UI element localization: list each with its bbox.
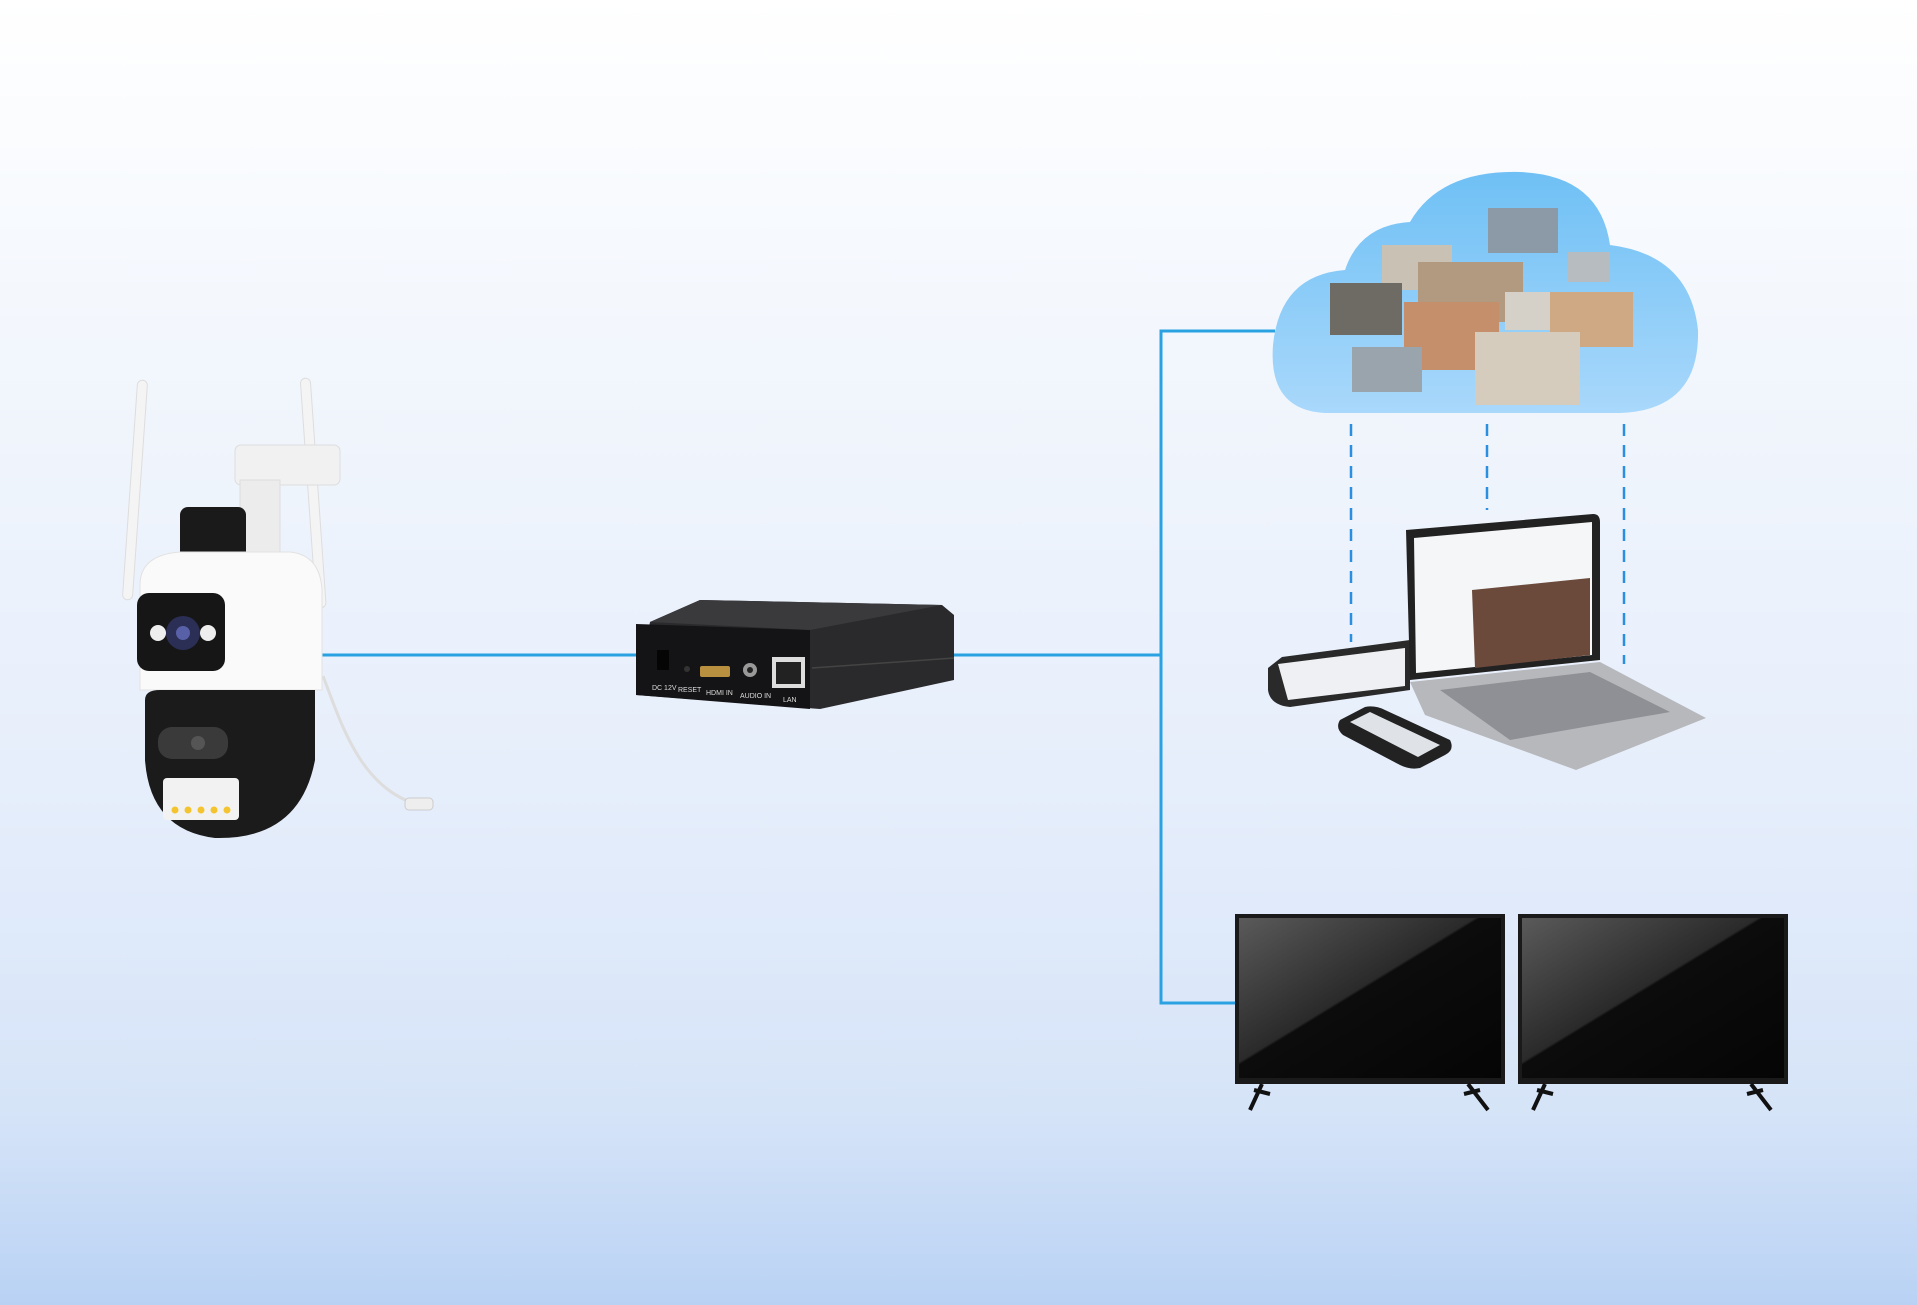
encoder-port-labels: DC 12V RESET HDMI IN AUDIO IN LAN [652,685,797,704]
port-label-reset: RESET [678,687,702,694]
tv-icon [1518,914,1788,1112]
port-label-lan: LAN [783,697,797,704]
cloud-icon [1272,171,1699,413]
connection-lines [320,329,1275,1005]
ptz-camera-icon [122,377,434,839]
cloud-sync-dashed-lines [1349,424,1626,664]
laptop-tablet-phone-icon [1268,514,1706,770]
port-label-dc: DC 12V [652,685,677,692]
tv-icon [1235,914,1505,1112]
video-encoder-icon [636,600,955,709]
hub-trunk-link [1159,329,1275,1005]
cloud-video-thumbnails [1330,208,1633,405]
port-label-hdmi: HDMI IN [706,690,733,697]
port-label-audio: AUDIO IN [740,693,771,700]
